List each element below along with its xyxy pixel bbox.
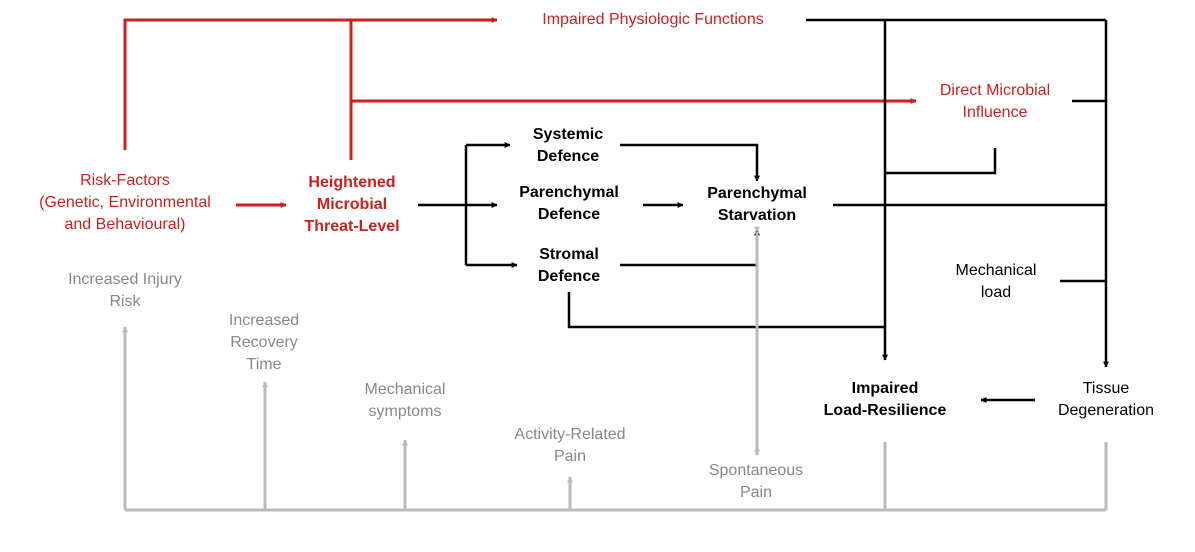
node-stromal-defence: Stromal Defence bbox=[537, 246, 601, 285]
node-heightened-microbial-threat-level: Heightened Microbial Threat-Level bbox=[304, 174, 400, 235]
edge-risk-to-physiologic bbox=[123, 17, 498, 150]
node-impaired-load-resilience: Impaired Load-Resilience bbox=[823, 380, 947, 419]
edge-stromal-to-resilience bbox=[567, 292, 885, 329]
node-risk-factors: Risk-Factors (Genetic, Environmental and… bbox=[39, 172, 211, 233]
node-spontaneous-pain: Spontaneous Pain bbox=[708, 462, 804, 501]
node-parenchymal-defence: Parenchymal Defence bbox=[519, 184, 619, 223]
defence-edges bbox=[418, 18, 1109, 403]
node-tissue-degeneration: Tissue Degeneration bbox=[1057, 380, 1155, 419]
edge-direct-microbial-down bbox=[885, 148, 997, 175]
node-mechanical-load: Mechanical load bbox=[955, 262, 1037, 301]
edge-systemic-to-starvation bbox=[620, 143, 760, 182]
node-impaired-physiologic-functions: Impaired Physiologic Functions bbox=[542, 11, 764, 28]
node-parenchymal-starvation: Parenchymal Starvation bbox=[707, 185, 807, 224]
node-mechanical-symptoms: Mechanical symptoms bbox=[364, 381, 446, 420]
node-direct-microbial-influence: Direct Microbial Influence bbox=[939, 82, 1051, 121]
risk-edges bbox=[123, 17, 917, 208]
symptom-edges bbox=[122, 226, 1108, 512]
node-increased-recovery-time: Increased Recovery Time bbox=[228, 312, 300, 373]
node-systemic-defence: Systemic Defence bbox=[532, 126, 604, 165]
node-increased-injury-risk: Increased Injury Risk bbox=[68, 271, 182, 310]
edge-stromal-to-starvation bbox=[620, 229, 760, 267]
node-activity-related-pain: Activity-Related Pain bbox=[514, 426, 626, 465]
